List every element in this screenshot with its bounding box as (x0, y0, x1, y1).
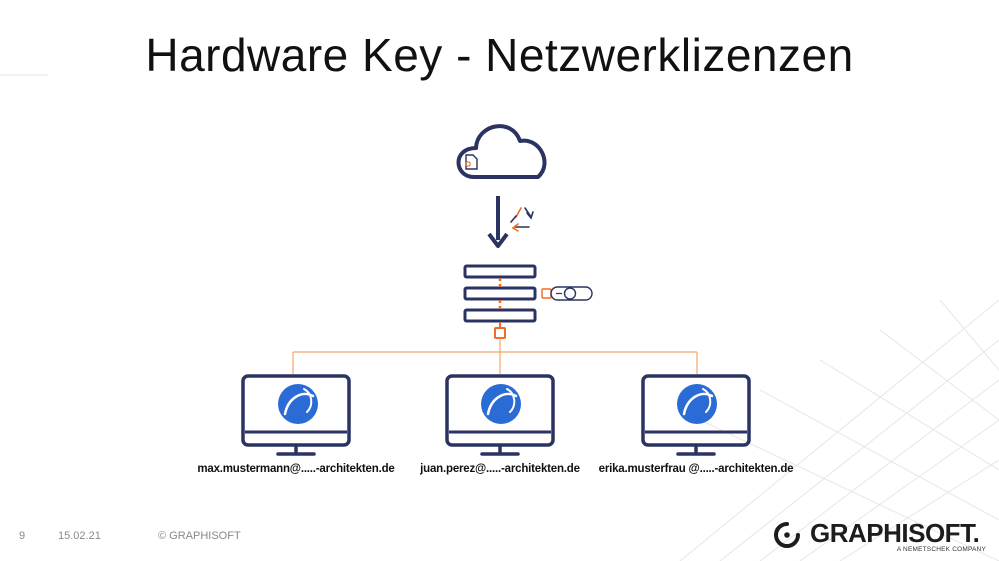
monitor-icon (445, 374, 555, 456)
page-number: 9 (19, 530, 26, 542)
logo-tagline: A NEMETSCHEK COMPANY (896, 546, 986, 553)
archicad-logo-icon (278, 384, 318, 424)
slide-title: Hardware Key - Netzwerklizenzen (145, 29, 854, 81)
archicad-logo-icon (481, 384, 521, 424)
monitor-icon (641, 374, 751, 456)
monitor-icon (241, 374, 351, 456)
user-email-label: juan.perez@.....-architekten.de (420, 463, 580, 475)
graphisoft-logo-icon (774, 522, 800, 548)
server-icon (463, 264, 537, 339)
logo-wordmark: GRAPHISOFT. (810, 518, 980, 548)
archicad-logo-icon (677, 384, 717, 424)
user-email-label: max.mustermann@.....-architekten.de (197, 463, 395, 475)
sync-triangle-icon (510, 207, 534, 232)
license-file-icon (465, 154, 478, 170)
network-lines (292, 338, 698, 374)
copyright-text: © GRAPHISOFT (158, 530, 241, 542)
usb-key-icon (541, 286, 593, 301)
graphisoft-logo: GRAPHISOFT. A NEMETSCHEK COMPANY (772, 518, 986, 556)
user-email-label: erika.musterfrau @.....-architekten.de (598, 463, 794, 475)
cloud-icon (456, 124, 547, 179)
arrow-down-icon (487, 196, 509, 248)
slide-date: 15.02.21 (58, 530, 101, 542)
